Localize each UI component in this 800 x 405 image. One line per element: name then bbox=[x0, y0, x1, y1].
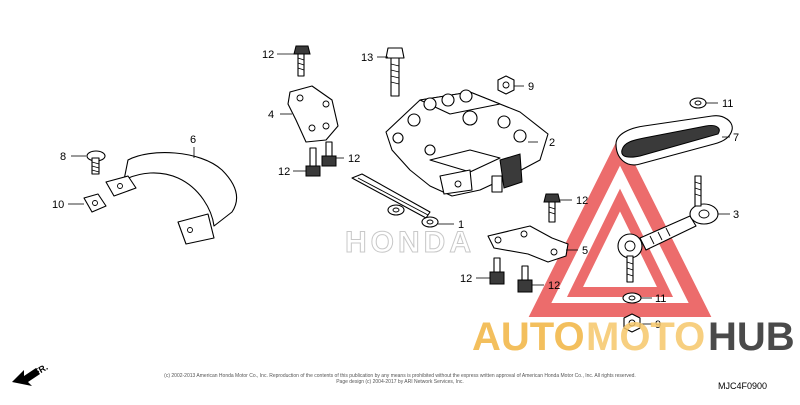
diagram-code: MJC4F0900 bbox=[718, 381, 767, 391]
part-3-tie-rod bbox=[617, 175, 719, 283]
callout-5: 5 bbox=[582, 245, 588, 257]
callout-4: 4 bbox=[268, 109, 274, 121]
callout-3: 3 bbox=[733, 209, 739, 221]
part-7-link-arm bbox=[615, 115, 733, 166]
leader-lines bbox=[68, 53, 730, 325]
bolt-13 bbox=[385, 47, 405, 97]
part-2-main-unit bbox=[385, 89, 549, 197]
direction-label: FR. bbox=[32, 362, 50, 378]
callout-2: 2 bbox=[549, 137, 555, 149]
svg-text:HUB: HUB bbox=[708, 315, 795, 359]
nut-9-bottom bbox=[623, 313, 641, 333]
washer-11-bottom bbox=[622, 292, 642, 304]
part-1-strap bbox=[351, 173, 439, 228]
part-8-screw bbox=[86, 150, 106, 175]
part-6-cover bbox=[105, 152, 238, 245]
callout-10: 10 bbox=[52, 199, 64, 211]
callout-12-mid: 12 bbox=[348, 153, 360, 165]
part-10-clip bbox=[83, 193, 107, 213]
part-5-bracket bbox=[487, 225, 569, 263]
footer-copyright: (c) 2002-2013 American Honda Motor Co., … bbox=[164, 373, 636, 379]
callout-12-top: 12 bbox=[262, 49, 274, 61]
front-direction-arrow: FR. bbox=[12, 362, 50, 386]
callout-12-left: 12 bbox=[278, 166, 290, 178]
bolt-12-left-pair bbox=[305, 141, 337, 177]
svg-text:MOTO: MOTO bbox=[586, 315, 705, 359]
nut-9-top bbox=[497, 75, 515, 95]
callout-12-bottom-left: 12 bbox=[460, 273, 472, 285]
callout-9-bottom: 9 bbox=[655, 319, 661, 331]
callout-11-bottom: 11 bbox=[655, 293, 666, 305]
part-4-bracket bbox=[287, 85, 339, 143]
callout-1: 1 bbox=[458, 219, 464, 231]
callout-9-top: 9 bbox=[528, 81, 534, 93]
callout-12-right: 12 bbox=[576, 195, 588, 207]
callout-8: 8 bbox=[60, 151, 66, 163]
footer-page-design: Page design (c) 2004-2017 by ARI Network… bbox=[336, 379, 464, 385]
washer-11-top bbox=[689, 97, 707, 109]
svg-text:AUTO: AUTO bbox=[472, 315, 585, 359]
callout-7: 7 bbox=[733, 132, 739, 144]
automotohub-watermark: AUTO MOTO HUB bbox=[472, 315, 795, 359]
bolt-12-right bbox=[543, 193, 561, 223]
bolt-12-bottom-pair bbox=[489, 257, 533, 293]
honda-watermark: HONDA bbox=[345, 226, 475, 259]
callout-11-top: 11 bbox=[722, 98, 733, 110]
bolt-12-top bbox=[293, 45, 311, 77]
callout-6: 6 bbox=[190, 134, 196, 146]
callout-13: 13 bbox=[361, 52, 373, 64]
callout-12-bottom: 12 bbox=[548, 280, 560, 292]
